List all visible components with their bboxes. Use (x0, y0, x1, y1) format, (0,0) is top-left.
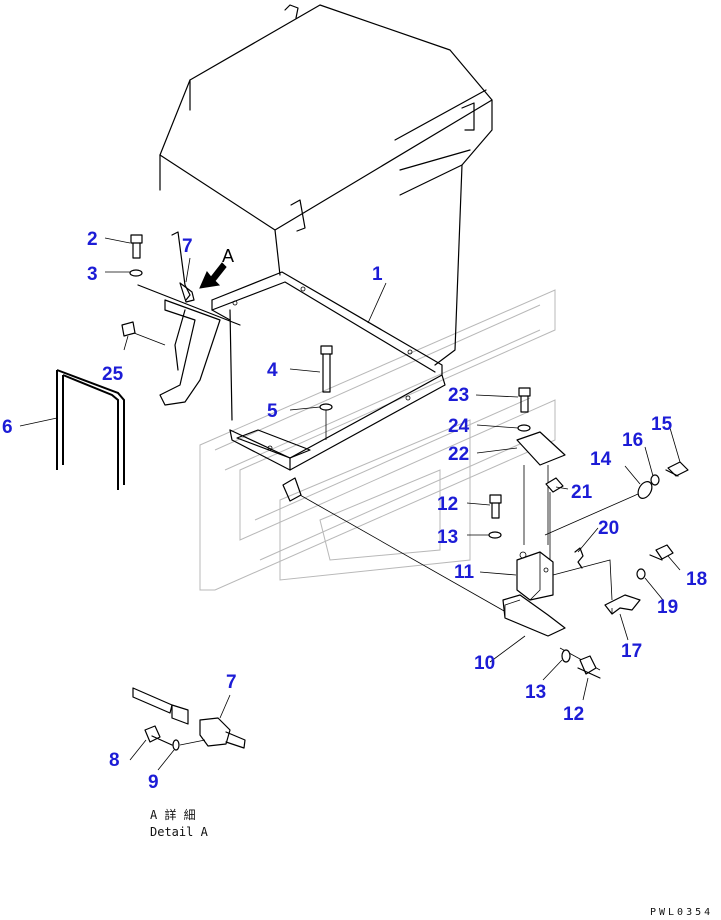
detail-caption-japanese: A 詳 細 (150, 807, 196, 822)
part-3-washer (129, 269, 143, 277)
part-16-washer (650, 474, 660, 486)
left-bracket (137, 284, 241, 406)
part-12-bolt-upper (489, 494, 502, 519)
part-22-plate (516, 431, 566, 545)
part-17-latch (604, 594, 641, 615)
callout-16: 16 (622, 430, 643, 451)
lower-plate (236, 429, 521, 621)
callout-25: 25 (102, 364, 124, 385)
part-2-bolt (130, 234, 143, 259)
part-1-frame (211, 271, 446, 471)
callout-13-upper: 13 (437, 527, 458, 548)
callout-5: 5 (267, 401, 278, 422)
callout-14: 14 (590, 449, 612, 470)
callout-7-main: 7 (182, 236, 193, 257)
view-arrow-a: A (199, 246, 234, 289)
part-13-washer-upper (488, 531, 502, 539)
callout-12-upper: 12 (437, 494, 458, 515)
part-19-washer (636, 568, 646, 580)
watermark-logo (199, 289, 556, 591)
leader-lines (19, 237, 681, 771)
part-5-washer (319, 403, 333, 440)
callout-8: 8 (109, 750, 120, 771)
part-4-bolt (320, 345, 333, 393)
part-12-bolt-lower (577, 655, 601, 679)
callout-17: 17 (621, 641, 642, 662)
part-15-bolt (665, 461, 689, 477)
callout-10: 10 (474, 653, 495, 674)
part-6-handle (56, 369, 125, 490)
part-24-washer (517, 424, 531, 432)
part-20-spring (552, 547, 613, 601)
detail-caption-english: Detail A (150, 825, 209, 839)
callout-1: 1 (372, 264, 383, 285)
cable-7 (171, 231, 195, 303)
drawing-code: PWL0354 (650, 907, 713, 918)
callout-2: 2 (87, 229, 98, 250)
part-14-cap (637, 481, 653, 499)
part-21-clip (545, 477, 564, 560)
part-25-spacer (121, 321, 166, 346)
hood-enclosure (159, 4, 493, 366)
callout-9: 9 (148, 772, 159, 793)
part-11-block (516, 551, 554, 601)
part-23-bolt (518, 387, 531, 413)
callout-4: 4 (267, 360, 278, 381)
view-arrow-label: A (222, 246, 234, 266)
callout-13-lower: 13 (525, 682, 546, 703)
callout-3: 3 (87, 264, 98, 285)
callout-23: 23 (448, 385, 469, 406)
callout-21: 21 (571, 482, 593, 503)
part-13-washer-lower (561, 649, 571, 663)
callout-19: 19 (657, 597, 678, 618)
detail-a-drawing (132, 687, 246, 751)
callout-6: 6 (2, 417, 13, 438)
callout-11: 11 (454, 562, 475, 583)
hinge-line (544, 493, 639, 536)
callout-12-lower: 12 (563, 704, 584, 725)
part-18-bolt (649, 544, 674, 561)
callout-labels: 1 2 3 4 5 6 7 7 8 9 10 11 12 12 13 13 14… (2, 229, 707, 793)
callout-20: 20 (598, 518, 619, 539)
callout-22: 22 (448, 444, 469, 465)
callout-15: 15 (651, 414, 673, 435)
callout-7-detail: 7 (226, 672, 237, 693)
callout-18: 18 (686, 569, 707, 590)
callout-24: 24 (448, 416, 470, 437)
